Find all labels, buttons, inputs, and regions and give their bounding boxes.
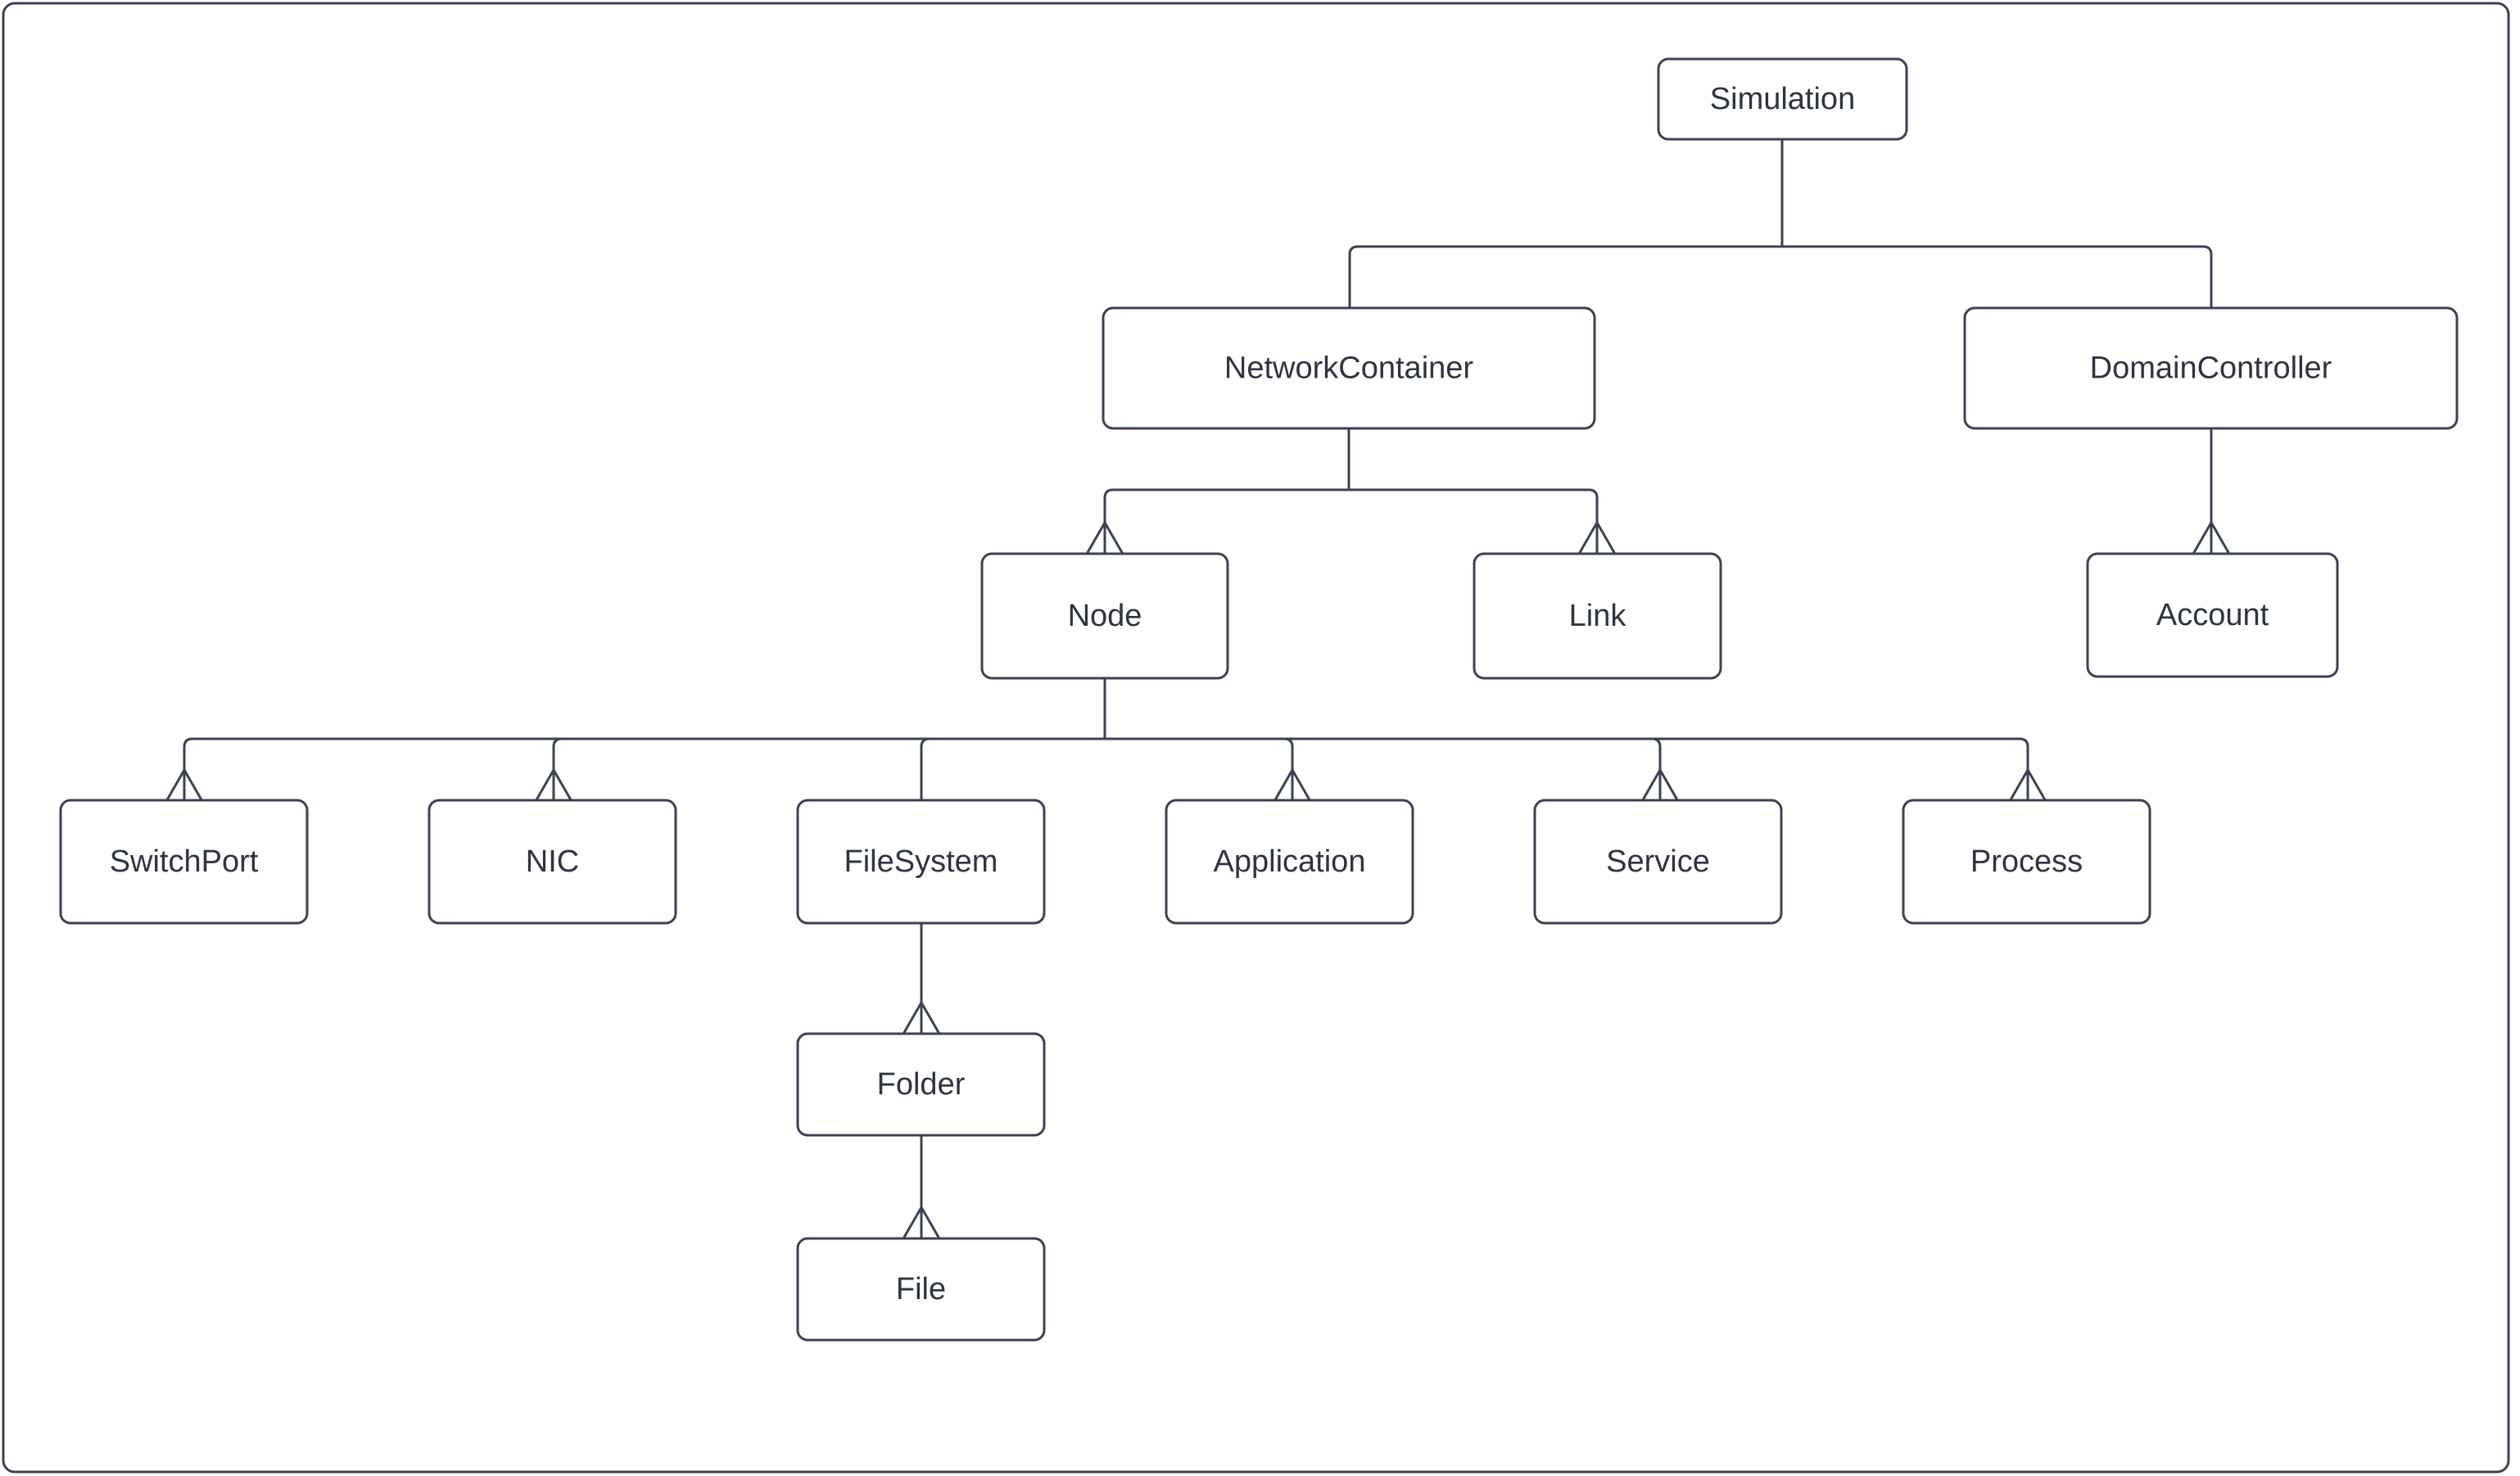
class-node-account[interactable]: Account xyxy=(2086,552,2339,678)
class-node-box-file[interactable] xyxy=(796,1237,1046,1342)
class-node-simulation[interactable]: Simulation xyxy=(1657,57,1908,141)
connector-r-node-nic xyxy=(552,737,1105,800)
class-node-nic[interactable]: NIC xyxy=(428,799,677,925)
class-node-service[interactable]: Service xyxy=(1533,799,1783,925)
class-node-switchport[interactable]: SwitchPort xyxy=(59,799,309,925)
class-node-box-simulation[interactable] xyxy=(1657,57,1908,141)
class-node-box-networkcontainer[interactable] xyxy=(1102,306,1596,430)
class-node-box-filesystem[interactable] xyxy=(796,799,1046,925)
class-node-application[interactable]: Application xyxy=(1165,799,1414,925)
class-node-box-node[interactable] xyxy=(980,552,1229,680)
class-node-file[interactable]: File xyxy=(796,1237,1046,1342)
class-node-box-account[interactable] xyxy=(2086,552,2339,678)
class-node-box-process[interactable] xyxy=(1902,799,2151,925)
generalization-arrowhead-icon xyxy=(2191,519,2232,556)
generalization-arrowhead-icon xyxy=(1084,519,1125,556)
generalization-arrowhead-icon xyxy=(164,767,205,804)
connector-r-node-sp xyxy=(183,737,1105,800)
class-node-domaincontroller[interactable]: DomainController xyxy=(1963,306,2459,430)
class-node-box-nic[interactable] xyxy=(428,799,677,925)
connector-r-nc-node xyxy=(1103,488,1349,554)
class-node-networkcontainer[interactable]: NetworkContainer xyxy=(1102,306,1596,430)
class-node-folder[interactable]: Folder xyxy=(796,1032,1046,1137)
class-node-filesystem[interactable]: FileSystem xyxy=(796,799,1046,925)
connector-r-node-prc xyxy=(1105,737,2029,800)
generalization-arrowhead-icon xyxy=(1640,767,1681,804)
generalization-arrowhead-icon xyxy=(901,999,942,1036)
generalization-arrowhead-icon xyxy=(1577,519,1617,556)
connector-layer xyxy=(164,139,2232,1241)
class-node-box-switchport[interactable] xyxy=(59,799,309,925)
connector-r-node-fs xyxy=(920,737,1105,800)
generalization-arrowhead-icon xyxy=(533,767,574,804)
class-node-box-folder[interactable] xyxy=(796,1032,1046,1137)
connector-r-nc-link xyxy=(1349,488,1599,554)
generalization-arrowhead-icon xyxy=(901,1204,942,1241)
class-node-link[interactable]: Link xyxy=(1473,552,1722,680)
class-node-box-link[interactable] xyxy=(1473,552,1722,680)
class-node-box-domaincontroller[interactable] xyxy=(1963,306,2459,430)
connector-r-sim-nc xyxy=(1348,245,1782,308)
class-node-box-service[interactable] xyxy=(1533,799,1783,925)
class-node-box-application[interactable] xyxy=(1165,799,1414,925)
class-node-node[interactable]: Node xyxy=(980,552,1229,680)
generalization-arrowhead-icon xyxy=(2007,767,2048,804)
generalization-arrowhead-icon xyxy=(1272,767,1313,804)
class-node-process[interactable]: Process xyxy=(1902,799,2151,925)
connector-r-sim-dc xyxy=(1782,245,2213,308)
